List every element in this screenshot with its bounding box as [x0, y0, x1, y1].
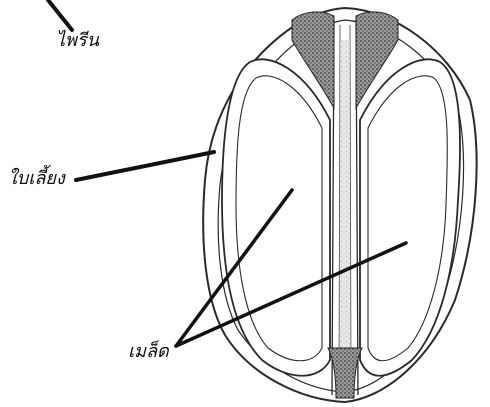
- plumule-label: ไพรีน: [56, 32, 99, 50]
- plumule-leader-line: [48, 0, 72, 30]
- cotyledon-leader-line: [76, 152, 214, 180]
- cotyledon-label: ใบเลี้ยง: [8, 170, 65, 188]
- embryo-axis-fill: [340, 40, 350, 380]
- seed-label: เมล็ด: [128, 343, 169, 361]
